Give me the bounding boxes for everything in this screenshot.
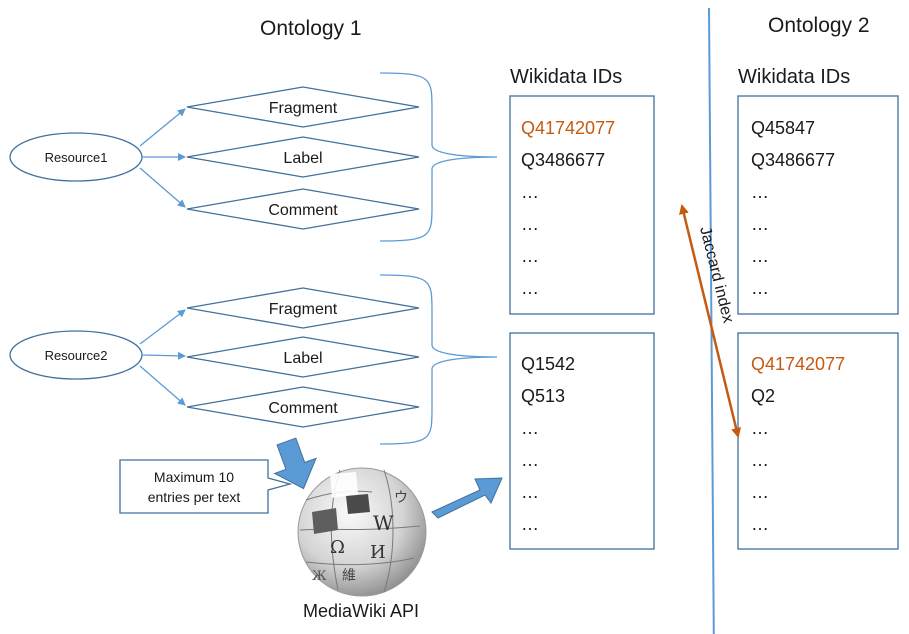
- ontology1-resource2-id-list: Q1542 Q513 … … … …: [521, 354, 575, 534]
- resource1-fragment-label: Fragment: [269, 100, 338, 117]
- id-entry: Q3486677: [521, 150, 605, 170]
- id-entry: …: [751, 214, 769, 234]
- resource2-label: Resource2: [45, 348, 108, 363]
- down-block-arrow: [273, 437, 317, 490]
- max-entries-callout: [119, 459, 293, 514]
- resource1-to-comment-arrow: [139, 167, 186, 208]
- resource2-comment-label: Comment: [268, 400, 338, 417]
- resource2-label-node: [186, 336, 420, 378]
- id-entry: …: [751, 182, 769, 202]
- ontology1-resource1-id-list: Q41742077 Q3486677 … … … …: [521, 118, 615, 298]
- left-ids-header: Wikidata IDs: [510, 66, 622, 88]
- id-entry: …: [751, 278, 769, 298]
- resource2-brace: [379, 274, 498, 445]
- id-entry: …: [521, 246, 539, 266]
- right-ids-header: Wikidata IDs: [738, 66, 850, 88]
- resource1-label: Resource1: [45, 150, 108, 165]
- max-entries-note-line2: entries per text: [148, 489, 241, 505]
- id-entry: …: [521, 418, 539, 438]
- globe-glyph-omega: Ω: [330, 537, 345, 558]
- id-entry-highlighted: Q41742077: [751, 354, 845, 374]
- id-entry: …: [521, 514, 539, 534]
- resource1-comment-label: Comment: [268, 202, 338, 219]
- globe-glyph-w: W: [373, 511, 394, 535]
- resource1-label-node: [186, 136, 420, 178]
- globe-glyph-ka: ウ: [394, 490, 408, 506]
- resource2-to-fragment-arrow: [139, 309, 186, 345]
- resource1-brace: [379, 72, 498, 242]
- id-entry: …: [751, 450, 769, 470]
- resource1-fragment-node: [186, 86, 420, 128]
- resource2-fragment-label: Fragment: [269, 301, 338, 318]
- ontology2-resource2-ids-box: [737, 332, 899, 550]
- ontology1-title: Ontology 1: [260, 17, 362, 40]
- id-entry: …: [521, 482, 539, 502]
- resource1-to-fragment-arrow: [139, 108, 186, 147]
- resource2-to-comment-arrow: [139, 365, 186, 406]
- resource1-label-label: Label: [283, 150, 322, 167]
- wikipedia-globe-icon: W Ω И 維 ウ Ж: [297, 467, 427, 597]
- globe-glyph-cjk: 維: [342, 568, 356, 584]
- id-entry: …: [521, 214, 539, 234]
- resource2-to-label-arrow: [141, 351, 186, 360]
- id-entry: …: [751, 246, 769, 266]
- id-entry: Q2: [751, 386, 775, 406]
- id-entry: …: [751, 418, 769, 438]
- id-entry: …: [521, 450, 539, 470]
- resource2-label-label: Label: [283, 350, 322, 367]
- id-entry: …: [521, 278, 539, 298]
- resource1-comment-node: [186, 188, 420, 230]
- id-entry: …: [751, 514, 769, 534]
- id-entry: Q3486677: [751, 150, 835, 170]
- resource2-comment-node: [186, 386, 420, 428]
- max-entries-note-line1: Maximum 10: [154, 469, 234, 485]
- globe-glyph-i: И: [370, 542, 386, 563]
- jaccard-index-label: Jaccard index: [696, 225, 736, 325]
- ontology2-resource1-id-list: Q45847 Q3486677 … … … …: [751, 118, 835, 298]
- ontology2-resource1-ids-box: [737, 95, 899, 315]
- api-to-ids-block-arrow: [431, 477, 503, 519]
- ontology1-resource2-ids-box: [509, 332, 655, 550]
- globe-glyph-alpha: Ж: [312, 569, 327, 584]
- id-entry: …: [751, 482, 769, 502]
- mediawiki-api-label: MediaWiki API: [303, 601, 419, 621]
- id-entry: Q513: [521, 386, 565, 406]
- id-entry-highlighted: Q41742077: [521, 118, 615, 138]
- id-entry: Q45847: [751, 118, 815, 138]
- ontology2-resource2-id-list: Q41742077 Q2 … … … …: [751, 354, 845, 534]
- ontology2-title: Ontology 2: [768, 14, 870, 37]
- id-entry: …: [521, 182, 539, 202]
- id-entry: Q1542: [521, 354, 575, 374]
- jaccard-index-arrow: [679, 204, 741, 438]
- resource2-fragment-node: [186, 287, 420, 329]
- ontology1-resource1-ids-box: [509, 95, 655, 315]
